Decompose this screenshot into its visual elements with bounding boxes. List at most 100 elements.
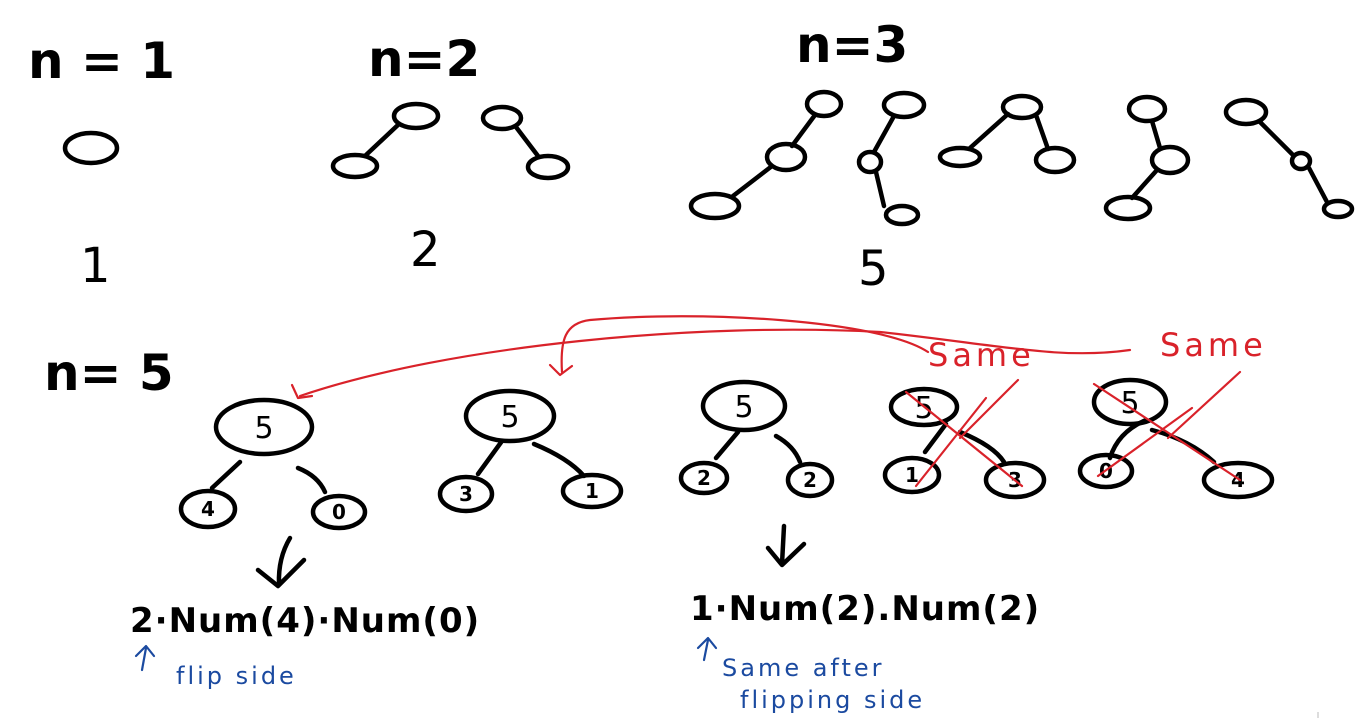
tree-edge [1033, 112, 1051, 152]
tree-n2-a [330, 101, 441, 180]
down-arrow-head [255, 557, 307, 589]
tree-n5-5: 5 0 4 [1077, 377, 1275, 500]
label-n5: n= 5 [44, 344, 174, 402]
tree-node [1033, 145, 1077, 175]
tree-node-label: 4 [201, 497, 215, 521]
tree-node-label: 1 [585, 479, 599, 503]
note-1-pointer [134, 644, 156, 672]
tree-node [1103, 194, 1153, 222]
mapping-arrow-to-tree-1 [298, 328, 1132, 398]
tree-node [1126, 94, 1168, 124]
label-n2: n=2 [368, 30, 480, 88]
formula-1: 2·Num(4)·Num(0) [130, 601, 480, 641]
tree-edge [295, 465, 328, 495]
tree-node [1321, 198, 1355, 220]
tree-edge [957, 429, 1007, 465]
annotation-same-2: Same [1160, 326, 1267, 364]
tree-node-root [700, 379, 788, 433]
tree-node [804, 89, 844, 119]
tree-edge [1257, 119, 1295, 157]
tree-edge [922, 421, 949, 455]
cross-out-tree-4-b [914, 396, 988, 488]
tree-edge [531, 441, 587, 479]
tree-edge [871, 113, 897, 155]
tree-node-root [463, 388, 557, 444]
tree-node-label: 2 [697, 466, 711, 490]
tree-node [1077, 452, 1135, 490]
up-arrow-shaft [702, 638, 710, 662]
tree-node [856, 149, 884, 175]
up-arrow-head [134, 644, 156, 658]
tree-node [764, 141, 808, 173]
note-flipping-side: flipping side [740, 686, 925, 714]
tree-n3-c [937, 93, 1077, 175]
tree-node [983, 460, 1047, 500]
tree-node-root-label: 5 [1120, 386, 1139, 421]
tree-node [330, 152, 380, 180]
formula-2: 1·Num(2).Num(2) [690, 589, 1040, 629]
tree-node-root-label: 5 [500, 400, 519, 435]
note-same-after: Same after [722, 654, 885, 682]
tree-node-label: 3 [459, 482, 473, 506]
tree-node-root [213, 397, 315, 457]
tree-edge [967, 111, 1011, 151]
count-n1: 1 [80, 238, 111, 294]
tree-node [480, 104, 524, 132]
tree-node [1000, 93, 1044, 121]
tree-node [881, 90, 927, 120]
tree-node [1223, 97, 1269, 127]
down-arrow-shaft [276, 535, 293, 587]
tree-node [937, 145, 983, 169]
tree-node [310, 493, 368, 531]
label-n1: n = 1 [28, 32, 175, 90]
note-flip-side: flip side [176, 662, 297, 690]
tree-edge [363, 121, 402, 158]
tree-edge [475, 438, 505, 477]
tree-edge [789, 112, 818, 149]
note-2-pointer [696, 636, 718, 662]
tree-node [391, 101, 441, 131]
tree-edge [513, 124, 541, 159]
tree-node [62, 130, 120, 166]
tree-node [883, 203, 921, 227]
tree-n5-4: 5 1 3 [882, 386, 1047, 500]
tree-node-root-label: 5 [914, 391, 933, 426]
tree-node [678, 460, 730, 496]
tree-edge [1306, 165, 1330, 205]
tree-node [688, 191, 742, 221]
tree-n3-e [1223, 97, 1355, 220]
count-n2: 2 [410, 222, 441, 278]
mapping-arrow-to-tree-2 [560, 315, 930, 374]
tree-node-root [1091, 377, 1169, 427]
tree-n1 [62, 130, 120, 166]
up-arrow-head [696, 636, 718, 650]
tree-n3-d [1103, 94, 1191, 222]
tree-n3-a [688, 89, 844, 221]
tree-edge [873, 169, 887, 209]
tree-n2-b [480, 104, 571, 181]
down-arrow-2 [765, 523, 807, 568]
arrowhead-tree-2 [548, 363, 574, 377]
tree-node-root-label: 5 [254, 411, 273, 446]
cross-out-tree-5-a [1092, 382, 1242, 482]
tree-n5-3: 5 2 2 [678, 379, 835, 499]
tree-node [785, 461, 835, 499]
count-n3: 5 [858, 241, 889, 297]
tree-edge [773, 433, 803, 465]
tree-edge [1149, 118, 1163, 151]
tree-node [525, 153, 571, 181]
cross-out-tree-4-a [904, 390, 1024, 488]
tree-n5-2: 5 3 1 [437, 388, 624, 514]
tree-node-root-label: 5 [734, 390, 753, 425]
tree-node [1149, 144, 1191, 176]
tree-n3-b [856, 90, 927, 227]
down-arrow-1 [255, 535, 307, 589]
tree-node-label: 1 [905, 463, 919, 487]
tree-node-label: 0 [332, 500, 346, 524]
tree-node [178, 488, 238, 530]
tree-node [437, 474, 495, 514]
tree-edge [1129, 167, 1160, 201]
up-arrow-shaft [140, 646, 148, 672]
tree-edge [730, 163, 775, 199]
